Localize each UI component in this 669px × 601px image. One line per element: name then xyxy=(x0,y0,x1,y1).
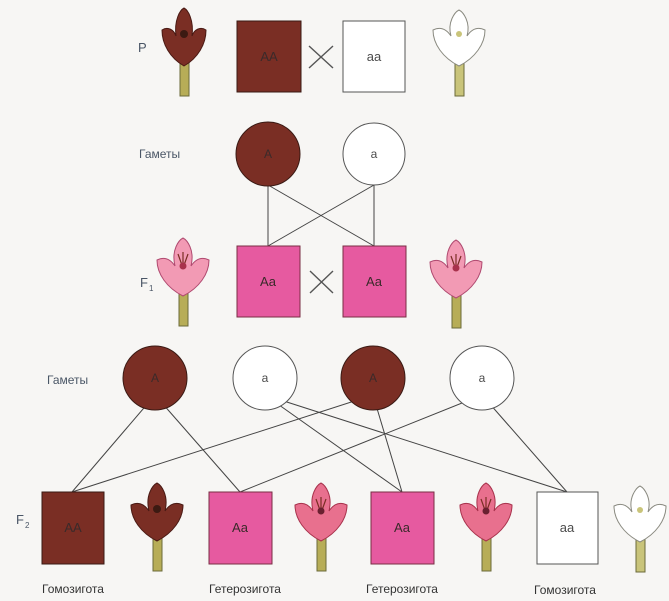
flower-red-icon xyxy=(161,7,207,97)
gamete-text-g2-2: a xyxy=(262,371,269,385)
genotype-box-f2-4 xyxy=(536,491,599,565)
genotype-text-f1-right: Aa xyxy=(366,274,383,289)
genotype-box-p-left xyxy=(236,20,302,93)
caption-f2-3: Гетерозигота xyxy=(366,582,438,596)
cross-icon-f1 xyxy=(309,270,334,294)
gamete-circle-dominant xyxy=(235,121,301,187)
connector-lines-2 xyxy=(71,394,568,493)
genotype-box-f2-3 xyxy=(370,491,435,565)
genotype-box-f2-1 xyxy=(41,491,105,565)
connector-lines-1 xyxy=(267,184,375,247)
genotype-text-f2-2: Aa xyxy=(232,520,249,535)
genotype-text-f2-3: Aa xyxy=(394,520,411,535)
genotype-text-f2-4: aa xyxy=(560,520,575,535)
flower-pink-icon xyxy=(429,239,483,329)
flower-red-icon xyxy=(130,482,184,572)
label-gametes-1: Гаметы xyxy=(139,147,180,161)
cross-icon xyxy=(308,45,334,69)
label-gametes-2: Гаметы xyxy=(47,373,88,387)
genotype-text-p-left: AA xyxy=(260,49,278,64)
gamete-text-g2-4: a xyxy=(479,371,486,385)
label-f2: F xyxy=(16,512,24,527)
gamete-text-g1-right: a xyxy=(371,147,378,161)
gamete-text-g2-3: A xyxy=(369,371,377,385)
label-f1: F xyxy=(140,275,148,290)
label-p: P xyxy=(138,40,147,55)
gamete-circle-recessive xyxy=(449,345,515,411)
caption-f2-4: Гомозигота xyxy=(534,583,596,597)
flower-white-icon xyxy=(432,9,486,97)
gamete-text-g2-1: A xyxy=(151,371,159,385)
gamete-text-g1-left: A xyxy=(264,147,272,161)
genotype-box-f1-right xyxy=(342,245,407,318)
genotype-box-f1-left xyxy=(236,245,301,318)
genotype-box-f2-2 xyxy=(208,491,273,565)
gamete-circle-dominant xyxy=(122,345,188,411)
genotype-text-f1-left: Aa xyxy=(260,274,277,289)
label-f1-subscript: 1 xyxy=(149,284,154,293)
label-f2-subscript: 2 xyxy=(25,521,30,530)
caption-f2-2: Гетерозигота xyxy=(209,582,281,596)
gamete-circle-recessive xyxy=(342,122,406,186)
genotype-text-p-right: aa xyxy=(367,49,382,64)
genotype-box-p-right xyxy=(342,20,406,93)
caption-f2-1: Гомозигота xyxy=(42,582,104,596)
genotype-text-f2-1: AA xyxy=(64,520,82,535)
flower-white-icon xyxy=(613,485,667,573)
gamete-circle-recessive xyxy=(232,345,298,411)
flower-pink-icon xyxy=(156,237,210,327)
gamete-circle-dominant xyxy=(340,345,406,411)
flower-pink-icon xyxy=(294,482,348,572)
flower-pink-icon xyxy=(459,482,513,572)
